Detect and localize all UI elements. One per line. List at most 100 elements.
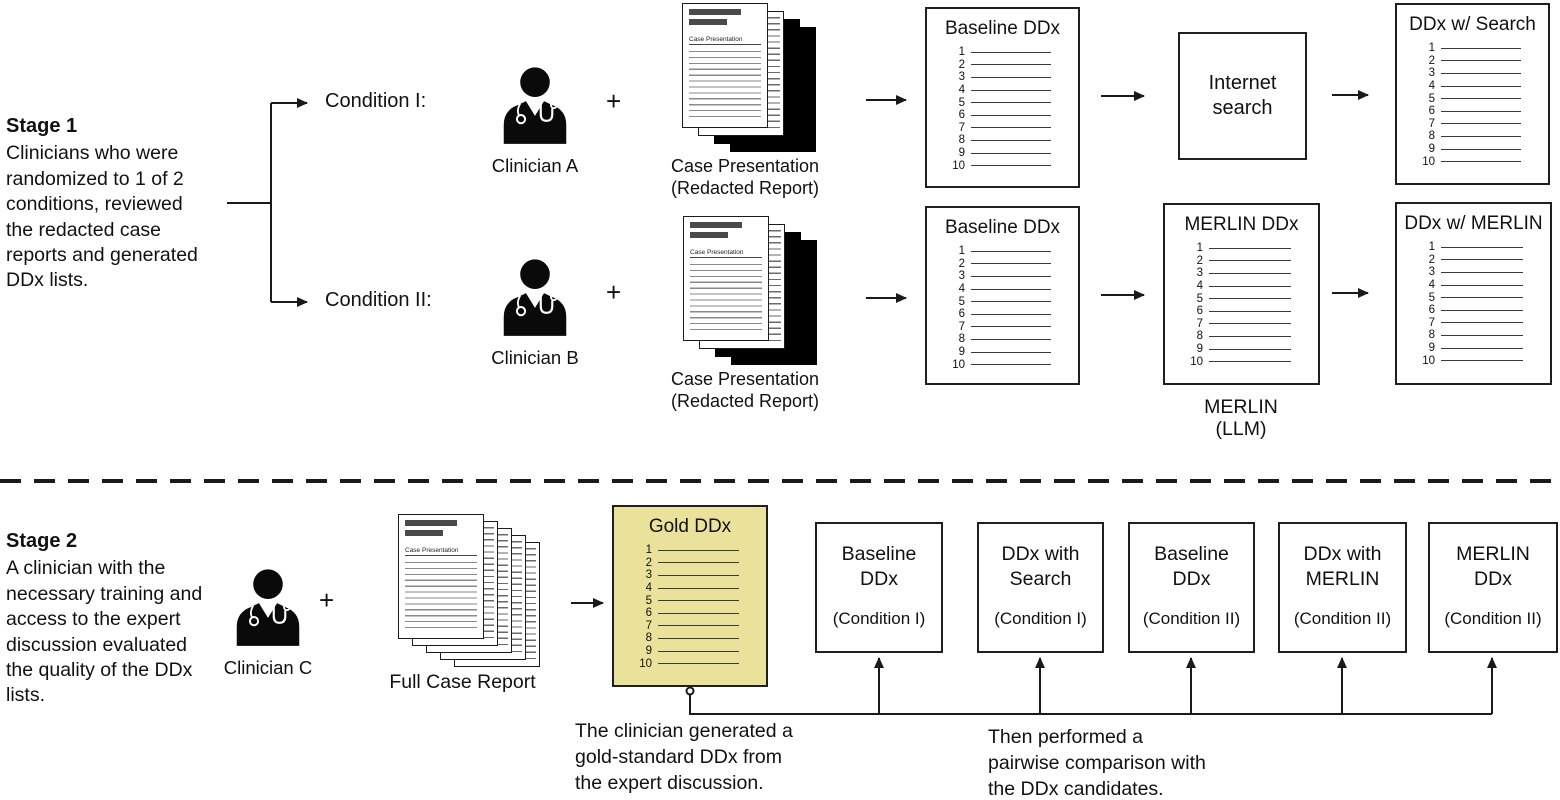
clinician-a-label: Clinician A	[491, 155, 579, 176]
ddx-list-row: 4	[943, 84, 1051, 97]
clinician-b-label: Clinician B	[491, 347, 579, 368]
ddx-list-row: 9	[1181, 343, 1291, 356]
ddx-list-row: 4	[630, 582, 739, 595]
ddx-list-row: 10	[1181, 355, 1291, 368]
ddx-list-row: 6	[943, 109, 1051, 122]
stage2-desc-line: discussion evaluated	[6, 633, 188, 656]
clinician-icon	[503, 67, 567, 144]
ddx-list-row: 6	[1181, 305, 1291, 318]
ddx-list-row: 3	[1413, 67, 1521, 80]
ddx-list-row: 6	[630, 607, 739, 620]
ddx-list-row: 3	[943, 270, 1051, 283]
ddx-list-row: 7	[943, 122, 1051, 135]
ddx-box-title: MERLIN DDx	[1184, 214, 1299, 235]
stage1-desc-line: randomized to 1 of 2	[6, 167, 184, 190]
ddx-list-row: 7	[1413, 118, 1521, 131]
ddx-list-row: 10	[943, 358, 1051, 371]
stage2-desc-line: A clinician with the	[6, 557, 166, 580]
ddx-list-row: 5	[943, 295, 1051, 308]
ddx-list-row: 8	[1413, 130, 1521, 143]
report-front-page: Case Presentation	[682, 3, 768, 128]
ddx-list-row: 4	[943, 283, 1051, 296]
ddx-box-title: Baseline DDx	[944, 18, 1061, 39]
ddx-list-row: 9	[943, 147, 1051, 160]
stage1-desc-line: the redacted case	[6, 218, 162, 241]
ddx-list-row: 5	[1413, 291, 1523, 304]
ddx-list-row: 10	[1413, 155, 1521, 168]
doc-header-bar	[689, 9, 742, 15]
gold-standard-caption: The clinician generated a gold-standard …	[575, 720, 793, 794]
ddx-list-row: 9	[630, 645, 739, 658]
condition-2-label: Condition II:	[325, 289, 432, 311]
doc-text-lines	[689, 51, 761, 118]
stage1-desc-line: reports and generated	[6, 244, 198, 267]
ddx-list-row: 3	[1413, 266, 1523, 279]
ddx-list-row: 10	[630, 657, 739, 670]
doc-text-lines	[690, 264, 762, 331]
ddx-list-row: 9	[1413, 143, 1521, 156]
ddx-list-row: 8	[1413, 329, 1523, 342]
report-front-page: Case Presentation	[398, 514, 484, 639]
ddx-list-row: 1	[943, 245, 1051, 258]
doc-header-bar	[405, 530, 443, 536]
ddx-list-row: 5	[1413, 92, 1521, 105]
report-front-page: Case Presentation	[683, 216, 769, 341]
stage1-desc-line: Clinicians who were	[6, 142, 179, 165]
doc-header-bar	[690, 222, 743, 228]
stage2-title: Stage 2	[6, 530, 78, 552]
ddx-list-row: 5	[1181, 292, 1291, 305]
ddx-list-row: 1	[1413, 42, 1521, 55]
pairwise-comparison-caption: Then performed a pairwise comparison wit…	[988, 726, 1206, 800]
plus-sign: +	[606, 277, 622, 307]
ddx-list-row: 7	[630, 620, 739, 633]
stage2-desc-line: lists.	[6, 684, 45, 707]
doc-header-bar	[689, 19, 727, 25]
stage1-desc-line: conditions, reviewed	[6, 193, 183, 216]
candidate-box-search-cond1: DDx with Search (Condition I)	[977, 522, 1104, 653]
case-presentation-label: Case Presentation (Redacted Report)	[670, 369, 820, 411]
clinician-a-figure: Clinician A	[465, 64, 605, 177]
ddx-list-row: 6	[943, 308, 1051, 321]
ddx-list-row: 5	[630, 594, 739, 607]
clinician-icon	[503, 259, 567, 336]
ddx-list-row: 3	[943, 71, 1051, 84]
internet-search-box: Internet search	[1178, 32, 1307, 160]
ddx-list-row: 1	[630, 544, 739, 557]
ddx-box-title: Gold DDx	[648, 516, 732, 537]
ddx-list-row: 9	[943, 346, 1051, 359]
stage2-desc-line: necessary training and	[6, 582, 203, 605]
candidate-box-merlin-cond2: DDx with MERLIN (Condition II)	[1278, 522, 1407, 653]
plus-sign: +	[606, 86, 622, 116]
ddx-list-row: 10	[1413, 354, 1523, 367]
ddx-list-row: 2	[943, 59, 1051, 72]
ddx-list-row: 4	[1181, 280, 1291, 293]
ddx-list-row: 4	[1413, 80, 1521, 93]
ddx-list-row: 4	[1413, 279, 1523, 292]
doc-mini-title: Case Presentation	[405, 547, 477, 556]
full-case-report-label: Full Case Report	[389, 671, 536, 693]
candidate-box-merlin-ddx-cond2: MERLIN DDx (Condition II)	[1428, 522, 1558, 653]
ddx-list-row: 8	[943, 333, 1051, 346]
stage1-description: Stage 1 Clinicians who were randomized t…	[6, 114, 220, 294]
ddx-list-row: 8	[1181, 330, 1291, 343]
merlin-llm-label: MERLIN (LLM)	[1204, 396, 1278, 440]
candidate-box-baseline-cond1: Baseline DDx (Condition I)	[815, 522, 943, 653]
doc-mini-title: Case Presentation	[689, 36, 761, 45]
doc-mini-title: Case Presentation	[690, 249, 762, 258]
doc-header-bar	[690, 232, 728, 238]
ddx-list-row: 2	[1181, 255, 1291, 268]
doc-text-lines	[405, 562, 477, 629]
ddx-list-row: 2	[1413, 254, 1523, 267]
stage2-description: Stage 2 A clinician with the necessary t…	[6, 529, 220, 709]
ddx-list-row: 3	[630, 569, 739, 582]
stage1-title: Stage 1	[6, 115, 78, 137]
